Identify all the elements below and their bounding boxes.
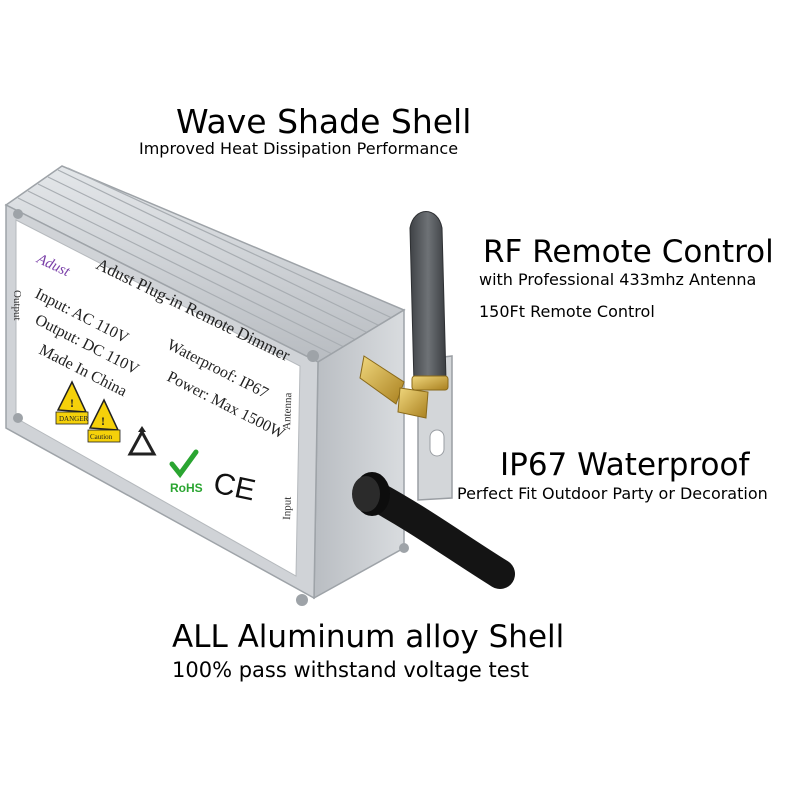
rf-remote-range: 150Ft Remote Control [479, 302, 655, 321]
wave-shade-title: Wave Shade Shell [176, 102, 472, 141]
label-side-antenna: Antenna [281, 392, 294, 430]
ip67-title: IP67 Waterproof [500, 447, 750, 483]
danger-warning-icon: ! DANGER [55, 380, 88, 425]
input-cable [352, 472, 515, 589]
label-side-input: Input [281, 496, 294, 520]
wave-shade-subtitle: Improved Heat Dissipation Performance [139, 139, 459, 158]
ip67-subtitle: Perfect Fit Outdoor Party or Decoration [457, 484, 768, 503]
front-face [5, 203, 409, 606]
wave-shade-top [4, 165, 406, 363]
rf-remote-subtitle: with Professional 433mhz Antenna [479, 270, 757, 289]
caution-warning-icon: ! Caution [87, 398, 121, 443]
svg-text:!: ! [70, 396, 74, 410]
svg-text:DANGER: DANGER [59, 415, 88, 423]
aluminum-shell-title: ALL Aluminum alloy Shell [172, 619, 565, 655]
antenna [359, 211, 449, 419]
rohs-icon: RoHS [169, 449, 203, 495]
aluminum-shell-subtitle: 100% pass withstand voltage test [172, 658, 529, 682]
svg-text:RoHS: RoHS [170, 481, 203, 495]
svg-text:!: ! [101, 414, 105, 428]
recycle-icon [127, 426, 157, 456]
label-side-output: Output [11, 290, 23, 321]
rf-remote-title: RF Remote Control [483, 234, 774, 270]
svg-text:Caution: Caution [90, 433, 113, 441]
